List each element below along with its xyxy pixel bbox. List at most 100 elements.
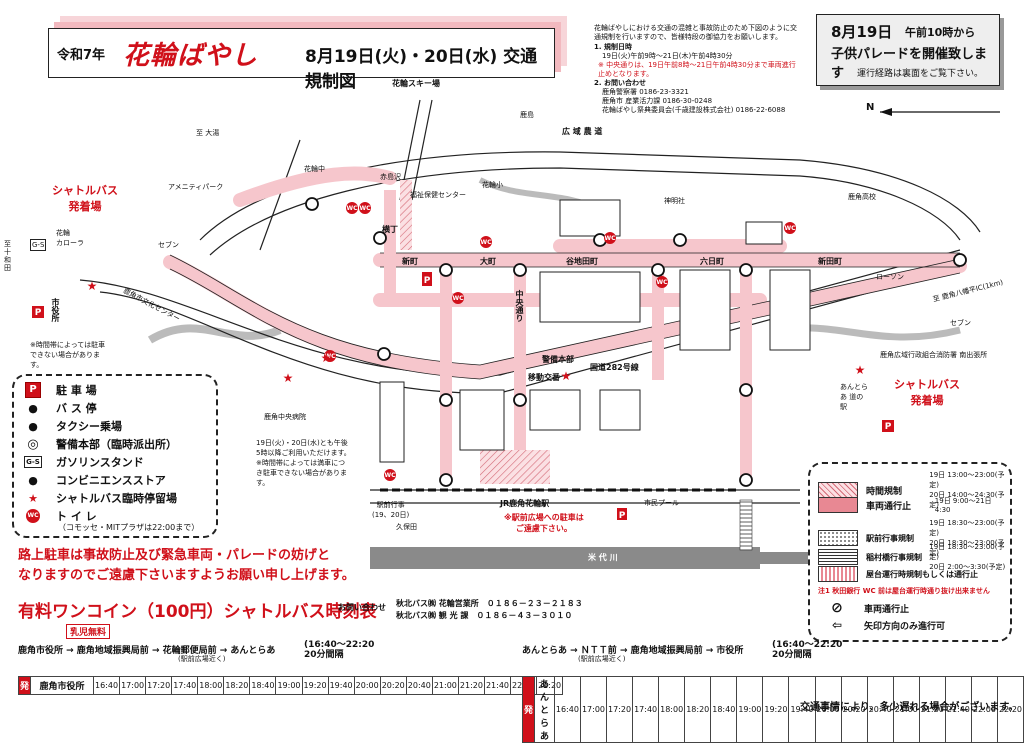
origin-name: 鹿角市役所 — [30, 676, 95, 695]
warning-line: なりますのでご遠慮下さいますようお願い申し上げます。 — [18, 568, 355, 583]
label-ekimae-warning: ※駅前広場への駐車は ご遠慮下さい。 — [504, 513, 584, 533]
stripe-swatch — [818, 566, 858, 582]
time-cell: 17:40 — [632, 676, 660, 743]
time-cell: 20:00 — [353, 676, 381, 695]
route-right: あんとらあ → ＮＴＴ前 → 鹿角地域振興局前 → 市役所 — [522, 646, 744, 656]
parade-text: 子供パレードを開催致します — [831, 47, 988, 81]
label-shinmei: 神明社 — [664, 197, 685, 205]
start-mark: 発 — [17, 676, 32, 695]
label-seven-e: セブン — [950, 319, 971, 327]
time-cell: 20:20 — [379, 676, 407, 695]
north-arrow — [880, 108, 1000, 116]
label-ski: 花輪スキー場 — [392, 79, 440, 88]
taxi-icon: ● — [28, 419, 38, 433]
time-cell: 19:20 — [762, 676, 790, 743]
contact-label: お問い合わせ — [338, 603, 386, 612]
svg-text:P: P — [619, 511, 626, 521]
label-muikamachi: 六日町 — [700, 257, 724, 266]
inamura-bridge — [739, 499, 753, 551]
label-towada: 至 十 和 田 — [4, 240, 11, 272]
legend2-label: 車両通行止 — [864, 604, 910, 615]
label-anto: あんとらあ 道の駅 — [840, 383, 868, 411]
route-right-sub: (駅前広場近く) — [578, 655, 626, 663]
label-keibi: 警備本部 — [542, 355, 574, 364]
restriction-legend: 時間規制 19日 13:00〜23:00(予定) 20日 14:00〜24:30… — [808, 462, 1012, 642]
legend2-times: 19日 13:00〜23:00(予定) 20日 14:00〜24:30(予定) — [929, 471, 1005, 509]
legend2-row: 時間規制 19日 13:00〜23:00(予定) 20日 14:00〜24:30… — [818, 470, 1006, 510]
label-shuttle-west: シャトルバス 発着場 — [52, 184, 118, 213]
time-cell: 19:00 — [275, 676, 303, 695]
svg-text:WC: WC — [359, 205, 371, 212]
route-left-sub: (駅前広場近く) — [178, 655, 226, 663]
schedule-title: 有料ワンコイン（100円）シャトルバス時刻表 — [18, 602, 377, 622]
gas-station-icon: G-S — [24, 456, 42, 468]
time-cell: 17:20 — [605, 676, 634, 743]
grey-river-line — [147, 324, 282, 344]
legend2-row: 車両通行止 19日 9:00〜21日4:30 — [818, 496, 1006, 514]
hatched-zone — [400, 180, 412, 250]
yoneshiro-river-east — [760, 552, 820, 564]
svg-text:★: ★ — [321, 351, 332, 365]
infant-free-badge: 乳児無料 — [66, 624, 111, 639]
label-idokoban: 移動交番 — [528, 373, 560, 382]
legend2-label: 車両通行止 — [866, 501, 912, 512]
time-cell: 18:20 — [684, 676, 712, 743]
legend2-row: 屋台運行時規制もしくは通行止 — [818, 566, 1006, 582]
parade-date: 8月19日 — [831, 23, 893, 41]
legend-item: ● タクシー乗場 — [24, 418, 122, 434]
label-shuttle-east: シャトルバス 発着場 — [894, 378, 960, 407]
legend-label: バ ス 停 — [56, 402, 97, 415]
closure-markers — [305, 197, 967, 487]
time-cell: 19:40 — [327, 676, 355, 695]
gs-badge: G-S — [30, 239, 47, 251]
label-chu-note: ※時間帯によっては駐車できない場合があります。 — [30, 341, 106, 369]
legend2-row: ⇦ 矢印方向のみ進行可 — [818, 618, 1006, 632]
parade-route-note: 運行経路は裏面をご覧下さい。 — [857, 69, 984, 79]
parade-notice: 8月19日 午前10時から 子供パレードを開催致します 運行経路は裏面をご覧下さ… — [816, 14, 1000, 86]
arrow-left-icon: ⇦ — [831, 618, 843, 632]
title-box: 令和7年 花輪ばやし 8月19日(火)・20日(水) 交通規制図 — [48, 28, 555, 92]
time-cell: 17:40 — [171, 676, 199, 695]
legend-item: ● コンビニエンスストア — [24, 472, 166, 488]
svg-text:★: ★ — [855, 363, 866, 377]
legend2-label: 時間規制 — [866, 486, 903, 497]
label-kashima: 鹿島 — [520, 111, 534, 119]
svg-text:★: ★ — [561, 369, 572, 383]
time-cell: 16:40 — [553, 676, 581, 743]
schedule-footnote: 交通事情により、多少遅れる場合がございます。 — [800, 702, 1019, 713]
legend-label: シャトルバス臨時停留場 — [56, 492, 177, 505]
svg-text:WC: WC — [656, 279, 668, 286]
legend-label: ト イ レ — [56, 510, 97, 523]
legend-label: 駐 車 場 — [56, 384, 97, 397]
traffic-map: WC WC WC WC WC WC WC WC WC P P P P ★★★ ★… — [32, 99, 1000, 569]
label-akashima: 赤島沢 — [380, 173, 401, 181]
legend2-row: ⊘ 車両通行止 — [818, 600, 1006, 616]
time-cell: 21:40 — [483, 676, 512, 695]
time-cell: 17:00 — [579, 676, 608, 743]
label-amenity: アメニティパーク — [168, 183, 224, 191]
notice-line: 1. 規制日時 — [594, 43, 632, 51]
legend2-label: 駅前行事規制 — [866, 533, 914, 543]
title-dates: 8月19日(火)・20日(水) 交通規制図 — [305, 47, 538, 92]
label-fukushi: 福祉保健センター — [410, 191, 466, 199]
time-cell: 19:20 — [301, 676, 329, 695]
map-legend: P 駐 車 場 ● バ ス 停 ● タクシー乗場 ◎ 警備本部（臨時派出所） G… — [12, 374, 218, 538]
toilet-icon: WC — [26, 509, 40, 523]
legend2-label: 矢印方向のみ進行可 — [864, 621, 946, 632]
solid-swatch — [818, 497, 858, 513]
time-cell: 19:00 — [736, 676, 764, 743]
label-hospital: 鹿角中央病院 — [264, 413, 306, 421]
label-caroler: 花輪 カローラ — [56, 229, 84, 247]
legend2-note: 注1 秋田銀行 WC 前は屋台運行時通り抜け出来ません — [818, 587, 990, 595]
contact-2: 秋北バス㈱ 観 光 課 ０１８６－４３－３０１０ — [396, 611, 573, 620]
label-hanawachu: 花輪中 — [304, 165, 325, 173]
time-cell: 20:40 — [405, 676, 433, 695]
legend-item: ◎ 警備本部（臨時派出所） — [24, 436, 177, 452]
star-icon: ★ — [28, 491, 38, 505]
label-yokocho: 横丁 — [382, 225, 398, 234]
label-river: 米 代 川 — [588, 553, 618, 562]
legend-label: タクシー乗場 — [56, 420, 122, 433]
convenience-store-icon: ● — [28, 473, 38, 487]
contact-1: 秋北バス㈱ 花輪営業所 ０１８６－２３－２１８３ — [396, 599, 583, 608]
notice-line: ※ 中央通りは、19日午前8時〜21日午前4時30分まで車両進行止めとなります。 — [598, 61, 796, 78]
